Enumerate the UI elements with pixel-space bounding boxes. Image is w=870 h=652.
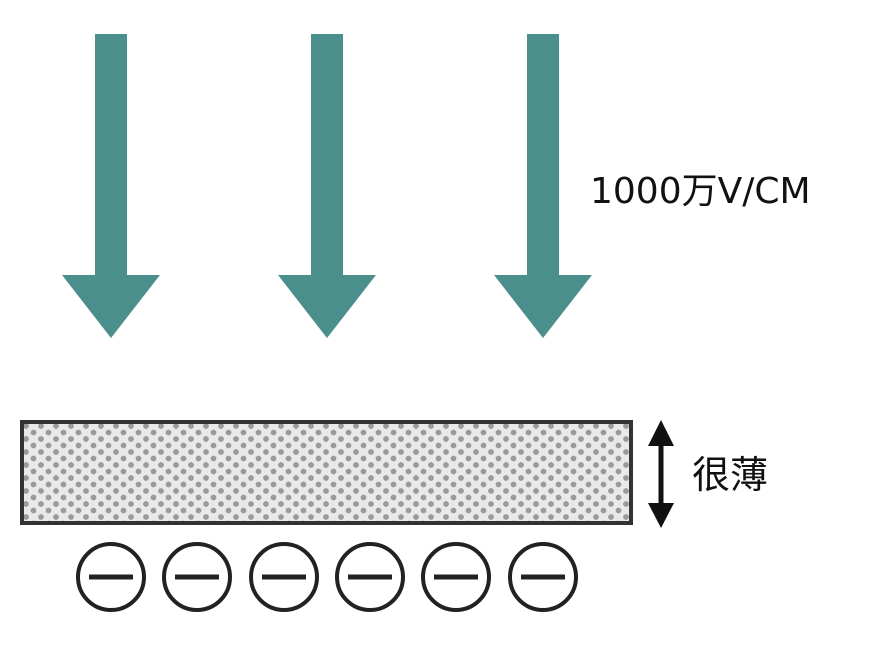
field-arrow-3 [494,34,592,338]
field-arrow-1 [62,34,160,338]
negative-charge-icon [421,542,491,612]
negative-charge-icon [249,542,319,612]
negative-charge-icon [162,542,232,612]
thin-plate [20,420,633,525]
field-strength-label: 1000万V/CM [590,171,811,212]
negative-charge-icon [508,542,578,612]
thickness-label: 很薄 [692,453,768,497]
field-arrows [62,34,592,338]
negative-charge-icon [335,542,405,612]
negative-charge-icon [76,542,146,612]
negative-charges [76,542,578,612]
field-arrow-2 [278,34,376,338]
thickness-double-arrow-icon [648,420,674,528]
